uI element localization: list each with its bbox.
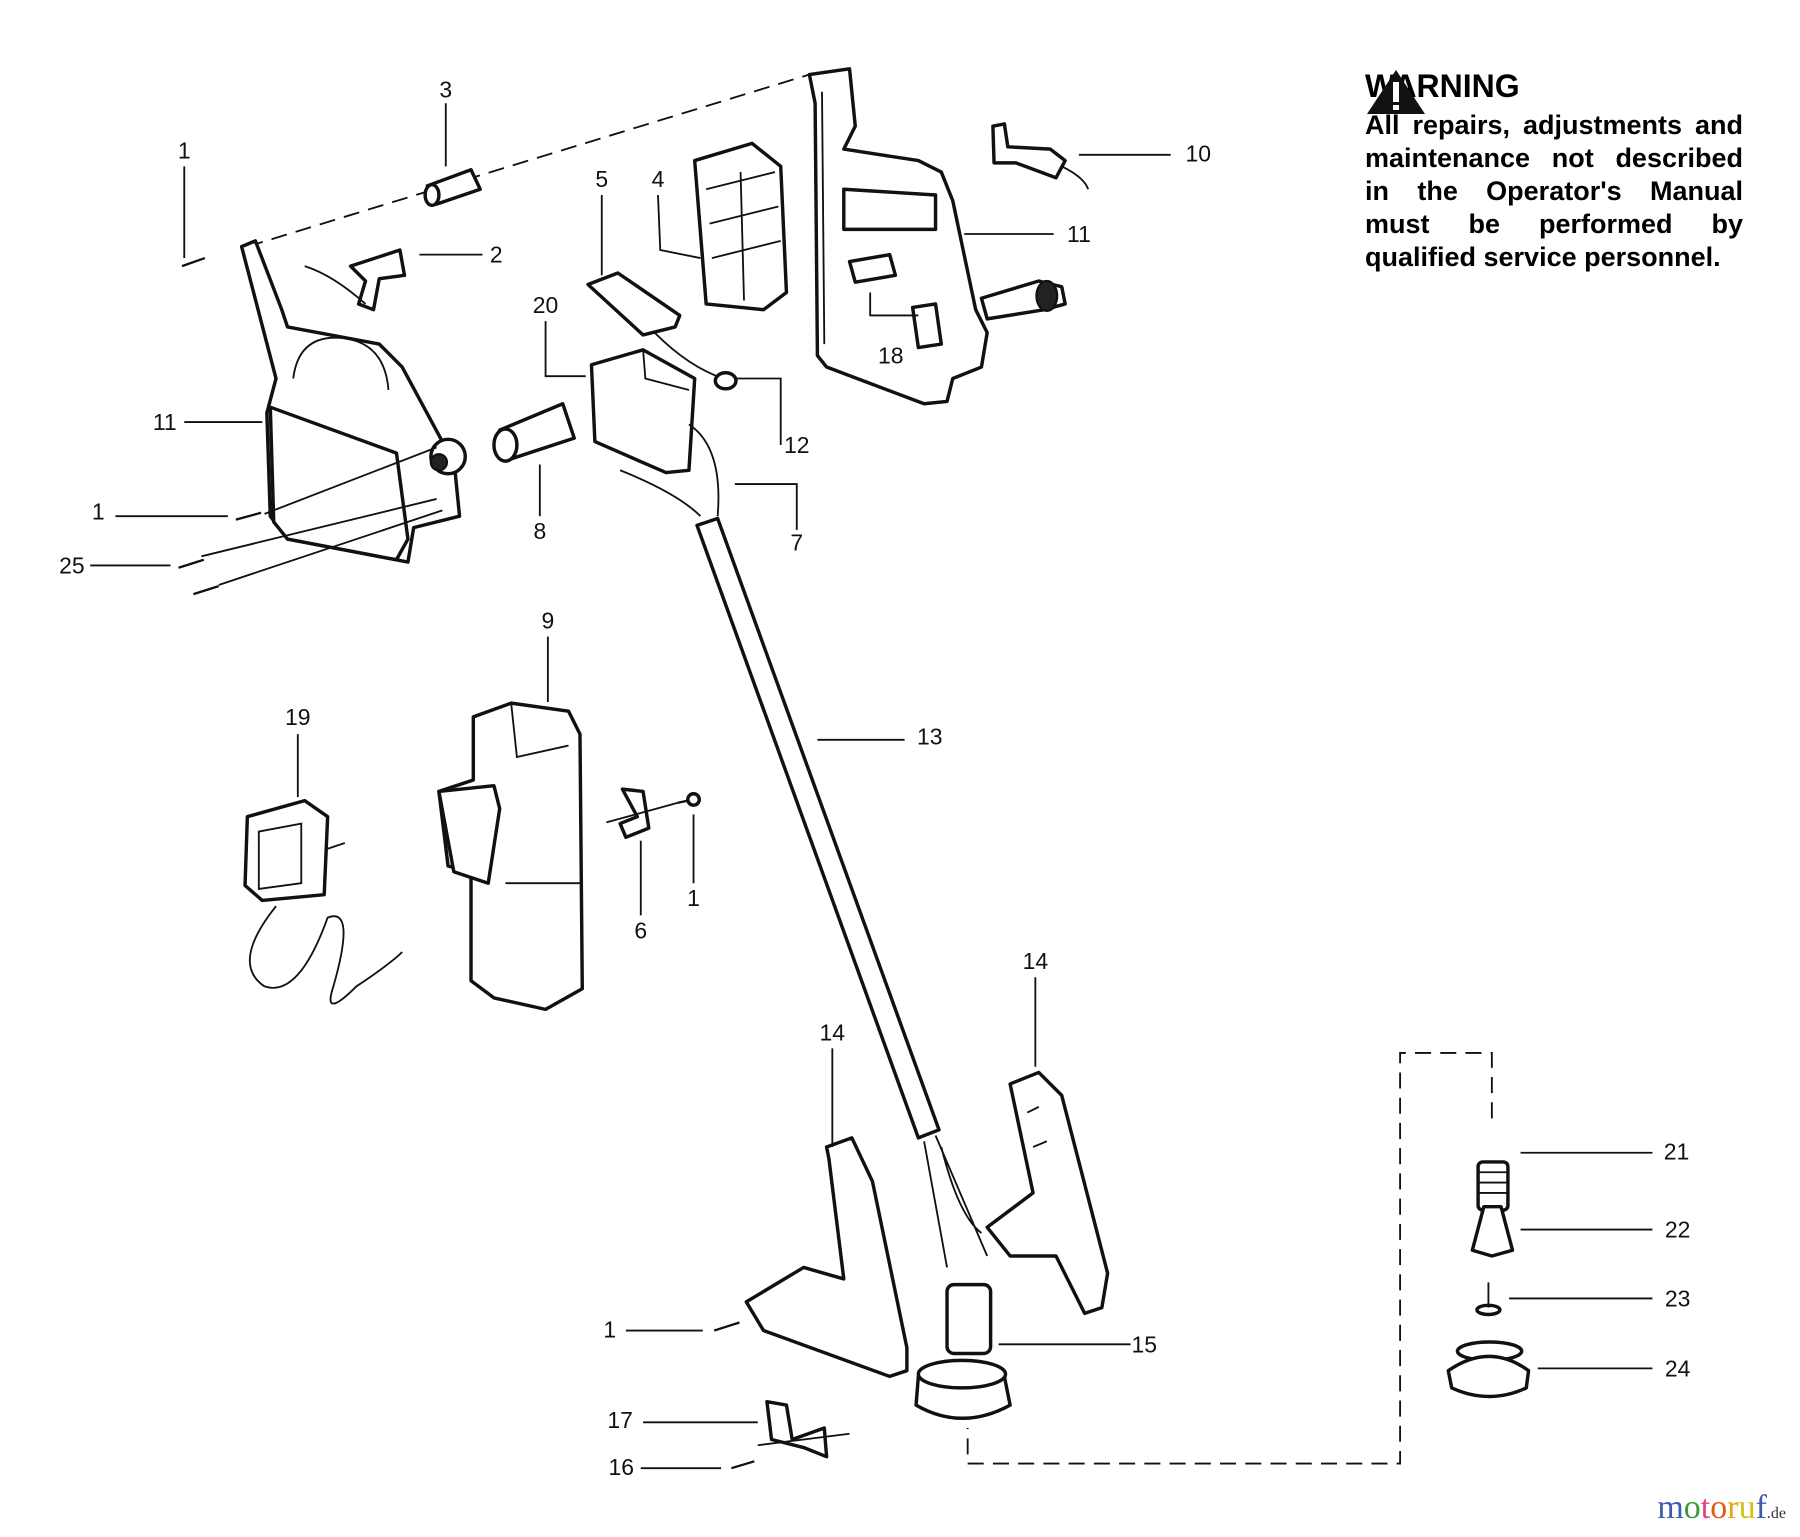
callout-22: 22	[1665, 1217, 1691, 1243]
battery-holder	[692, 141, 789, 312]
watermark-suffix: .de	[1766, 1505, 1786, 1522]
callout-25: 25	[59, 553, 85, 579]
guard-right	[985, 1070, 1110, 1316]
callout-6: 6	[634, 917, 647, 943]
callout-20: 20	[533, 292, 559, 318]
callout-7: 7	[790, 530, 803, 556]
callout-19: 19	[285, 704, 311, 730]
warning-notice: WARNING All repairs, adjustments and mai…	[1365, 68, 1743, 274]
housing-half-right	[807, 67, 1067, 406]
callout-9: 9	[541, 608, 554, 634]
callout-12: 12	[784, 432, 810, 458]
wall-mount	[437, 701, 584, 1012]
watermark-logo: motoruf.de	[1657, 1489, 1786, 1527]
warning-triangle-icon	[1367, 70, 1425, 114]
callout-16: 16	[609, 1454, 635, 1480]
motor	[914, 1282, 1012, 1420]
callout-1: 1	[687, 885, 700, 911]
charger	[243, 798, 403, 1005]
tube	[695, 516, 989, 1268]
spool-screw	[1475, 1282, 1502, 1317]
callout-18: 18	[878, 343, 904, 369]
spool-retainer	[1470, 1204, 1515, 1258]
battery-pack	[589, 331, 738, 517]
callout-1: 1	[92, 499, 105, 525]
callout-2: 2	[490, 242, 503, 268]
warning-text: All repairs, adjustments and maintenance…	[1365, 110, 1743, 272]
callout-11: 11	[153, 409, 177, 435]
housing-half-left	[239, 239, 468, 564]
callout-1: 1	[603, 1316, 616, 1342]
callout-23: 23	[1665, 1285, 1691, 1311]
sleeve-large	[492, 402, 576, 463]
switch-board	[586, 271, 682, 337]
spool	[1446, 1340, 1531, 1399]
callout-8: 8	[533, 518, 546, 544]
callout-5: 5	[595, 166, 608, 192]
callout-4: 4	[652, 166, 665, 192]
callout-11: 11	[1067, 221, 1091, 247]
screw-icons	[178, 256, 755, 1470]
spring	[1476, 1160, 1510, 1212]
alignment-line-spool	[966, 1052, 1493, 1465]
sleeve-small	[423, 168, 482, 208]
lock-off-lever	[991, 122, 1089, 190]
bracket	[606, 787, 678, 840]
alignment-line-top	[247, 73, 810, 248]
callout-15: 15	[1132, 1331, 1158, 1357]
callout-24: 24	[1665, 1355, 1691, 1381]
callout-3: 3	[439, 76, 452, 102]
callout-10: 10	[1185, 141, 1211, 167]
cord-clip	[757, 1399, 850, 1459]
callout-21: 21	[1664, 1139, 1690, 1165]
watermark-text: motoruf	[1657, 1489, 1767, 1526]
callout-13: 13	[917, 723, 943, 749]
callout-1: 1	[178, 137, 191, 163]
callout-17: 17	[607, 1407, 633, 1433]
guard-left	[744, 1136, 909, 1379]
leader-lines	[90, 103, 1653, 1470]
callout-14: 14	[820, 1019, 846, 1045]
callout-14: 14	[1023, 948, 1049, 974]
switch-trigger	[304, 248, 407, 312]
